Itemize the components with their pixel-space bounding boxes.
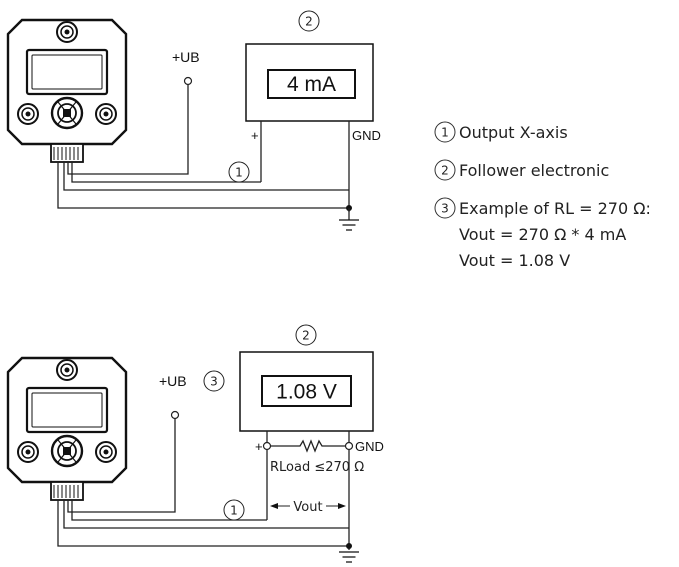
top-follower-marker-circle <box>298 10 320 32</box>
top-supply-label: +UB <box>172 49 200 65</box>
top-ground-wire <box>63 162 349 191</box>
load-example-marker: 3 <box>210 375 218 389</box>
legend-marker-circle <box>434 159 456 181</box>
legend-item-2: 2 Follower electronic <box>434 159 609 181</box>
legend-marker-circle <box>434 121 456 143</box>
vout-arrowhead-left <box>270 503 278 509</box>
legend-text: Output X-axis <box>459 123 568 142</box>
top-plus-label: + <box>251 128 259 143</box>
legend-item-1: 1 Output X-axis <box>434 121 568 143</box>
top-return-wire <box>57 162 349 209</box>
bottom-supply-wire <box>67 419 176 513</box>
bottom-plus-terminal <box>262 441 272 451</box>
bottom-gnd-label: GND <box>355 439 384 454</box>
bottom-wire-marker: 1 <box>230 504 238 518</box>
top-ground-symbol <box>338 219 360 231</box>
vout-arrowhead-right <box>338 503 346 509</box>
legend-item-3: 3 Example of RL = 270 Ω: Vout = 270 Ω * … <box>434 197 651 270</box>
resistor-label: RLoad ≤270 Ω <box>270 460 364 475</box>
bottom-gnd-terminal <box>344 441 354 451</box>
top-display <box>267 69 356 99</box>
legend-marker: 1 <box>441 126 449 140</box>
top-wire-marker-circle <box>228 161 250 183</box>
bottom-ground-wire <box>63 500 349 529</box>
bottom-follower-marker: 2 <box>302 329 310 343</box>
load-example-marker-circle <box>203 370 225 392</box>
legend: 1 Output X-axis 2 Follower electronic 3 … <box>434 121 651 270</box>
bottom-ground-symbol <box>338 551 360 563</box>
bottom-follower-marker-circle <box>295 324 317 346</box>
top-supply-wire <box>67 85 189 175</box>
legend-marker: 3 <box>441 202 449 216</box>
vout-label: Vout <box>293 500 322 515</box>
bottom-return-wire <box>57 500 349 547</box>
bottom-junction-dot <box>346 543 352 549</box>
legend-result-line: Vout = 1.08 V <box>459 251 570 270</box>
legend-text: Example of RL = 270 Ω: <box>459 199 651 218</box>
bottom-supply-terminal <box>170 410 180 420</box>
bottom-wire-marker-circle <box>223 499 245 521</box>
bottom-circuit: +UB 1.08 V + GND RLoad ≤270 Ω Vout 2 3 1 <box>6 324 384 563</box>
legend-text: Follower electronic <box>459 161 609 180</box>
top-display-reading: 4 mA <box>287 73 336 96</box>
legend-marker-circle <box>434 197 456 219</box>
top-supply-terminal <box>183 76 193 86</box>
bottom-display <box>261 375 352 407</box>
bottom-sensor-device <box>6 356 128 502</box>
bottom-supply-label: +UB <box>159 373 187 389</box>
load-resistor <box>270 439 346 453</box>
legend-formula-line: Vout = 270 Ω * 4 mA <box>459 225 626 244</box>
top-follower-marker: 2 <box>305 15 313 29</box>
bottom-display-reading: 1.08 V <box>276 381 337 404</box>
top-sensor-device <box>6 18 128 164</box>
legend-marker: 2 <box>441 164 449 178</box>
bottom-plus-label: + <box>255 439 263 454</box>
top-output-wire <box>71 162 261 183</box>
top-gnd-label: GND <box>352 128 381 143</box>
bottom-output-wire <box>71 500 267 521</box>
top-circuit: +UB 4 mA + GND 2 1 <box>6 10 381 231</box>
top-wire-marker: 1 <box>235 166 243 180</box>
